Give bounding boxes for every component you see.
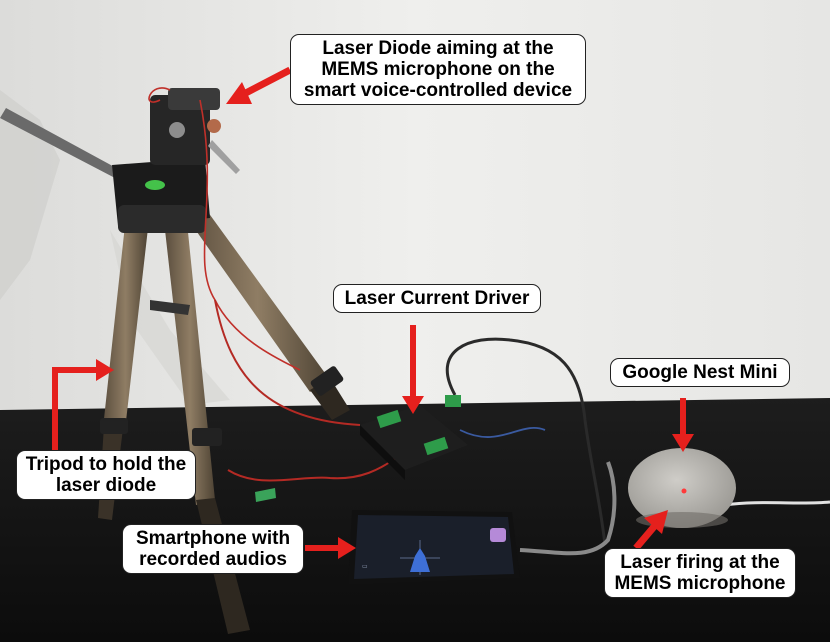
driver-terminal-1 — [376, 409, 402, 429]
mount-knob — [169, 122, 185, 138]
laser-dot — [681, 488, 687, 494]
red-wire — [214, 299, 361, 426]
driver-terminal-2 — [423, 436, 449, 456]
tripod-handle — [0, 108, 120, 178]
green-connector — [255, 488, 276, 502]
callout-current-driver: Laser Current Driver — [333, 284, 541, 313]
callout-nest-mini: Google Nest Mini — [610, 358, 790, 387]
tripod-joint-left — [100, 418, 128, 434]
callout-laser-firing: Laser firing at the MEMS microphone — [604, 548, 796, 598]
black-cable-arc — [445, 337, 607, 546]
callout-laser-diode-line-3: smart voice-controlled device — [303, 80, 573, 101]
callout-laser-firing-line-2: MEMS microphone — [614, 573, 786, 594]
driver-terminal-3 — [445, 395, 461, 407]
callout-tripod-line-1: Tripod to hold the — [25, 454, 187, 475]
nest-power-cable — [724, 500, 830, 507]
tripod-leg-right — [185, 208, 330, 392]
nest-mini-body — [628, 448, 736, 528]
callout-smartphone-line-2: recorded audios — [139, 549, 287, 570]
tripod-shadow — [0, 90, 60, 300]
callout-tripod-line-2: laser diode — [55, 475, 157, 496]
callout-laser-diode: Laser Diode aiming at the MEMS microphon… — [290, 34, 586, 105]
driver-board-side — [360, 425, 405, 480]
smartphone: ▭ — [348, 510, 520, 585]
bubble-level — [145, 180, 165, 190]
tripod-collar — [118, 205, 206, 233]
svg-text:▭: ▭ — [362, 563, 368, 570]
callout-smartphone: Smartphone with recorded audios — [122, 524, 304, 574]
callout-nest-mini-text: Google Nest Mini — [622, 362, 778, 383]
callout-laser-diode-line-2: MEMS microphone on the — [321, 59, 555, 80]
callout-laser-diode-line-1: Laser Diode aiming at the — [322, 38, 554, 59]
pan-handle — [208, 140, 240, 174]
tripod-leg-left — [103, 225, 148, 430]
tripod-joint-right — [310, 366, 344, 396]
tripod-brace — [150, 300, 190, 315]
arrows — [52, 66, 694, 559]
blue-wire — [459, 427, 546, 438]
usb-cable — [519, 461, 617, 556]
red-wire-2 — [227, 454, 401, 482]
laser-diode-lens — [207, 119, 221, 133]
callout-smartphone-line-1: Smartphone with — [135, 528, 291, 549]
callout-tripod: Tripod to hold the laser diode — [16, 450, 196, 500]
tripod-joint-center — [192, 428, 222, 446]
callout-laser-firing-line-1: Laser firing at the — [620, 552, 780, 573]
diode-wire — [148, 87, 301, 371]
callout-current-driver-text: Laser Current Driver — [344, 288, 530, 309]
laser-mount-top — [168, 88, 220, 110]
